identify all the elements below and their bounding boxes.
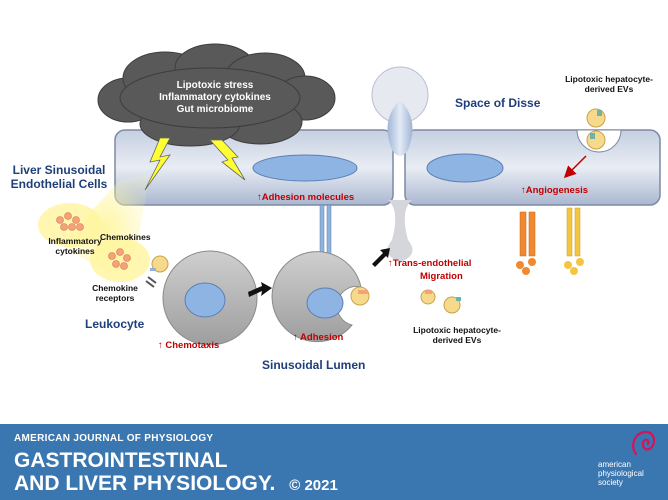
angiogenesis-receptor-orange	[519, 211, 536, 257]
journal-title-line-2: AND LIVER PHYSIOLOGY. © 2021	[14, 472, 338, 496]
cloud-line-2: Inflammatory cytokines	[159, 92, 271, 103]
angiogenesis-text: Angiogenesis	[525, 185, 589, 196]
society-name: american physiological society	[598, 460, 644, 487]
ev-top-line-2: derived EVs	[584, 84, 634, 94]
figure: Lipotoxic stress Inflammatory cytokines …	[0, 43, 668, 372]
cloud-text: Lipotoxic stress Inflammatory cytokines …	[150, 80, 280, 116]
trans-endothelial-label: ↑Trans-endothelial Migration	[388, 257, 471, 283]
ev-top-line-1: Lipotoxic hepatocyte-	[565, 74, 653, 84]
droplet	[387, 100, 413, 156]
journal-name: AMERICAN JOURNAL OF PHYSIOLOGY	[14, 433, 214, 444]
arrow-chemotaxis-to-adhesion	[248, 282, 272, 297]
up-arrow: ↑	[293, 332, 298, 343]
red-arrow-ev	[563, 155, 587, 179]
society-line-1: american	[598, 460, 631, 469]
up-arrow: ↑	[257, 192, 262, 203]
lsec-line-1: Liver Sinusoidal	[12, 163, 106, 177]
stress-cloud	[97, 43, 336, 147]
leukocyte-nucleus-2	[306, 287, 344, 319]
ev-top	[586, 108, 606, 150]
angiogenesis-ligand-dots	[516, 258, 584, 275]
chemokine-receptors-line-1: Chemokine	[92, 283, 138, 293]
space-of-disse-label: Space of Disse	[455, 96, 541, 110]
cloud-line-3: Gut microbiome	[176, 104, 254, 115]
angiogenesis-label: ↑Angiogenesis	[521, 185, 588, 196]
copyright-year: © 2021	[289, 477, 338, 494]
up-arrow: ↑	[521, 185, 526, 196]
cytokine-dots	[56, 212, 84, 231]
trans-endothelial-gap	[387, 200, 413, 262]
inflammatory-cytokines-label: Inflammatory cytokines	[35, 236, 115, 256]
lightning-bolt-left	[144, 137, 171, 191]
journal-title-text: AND LIVER PHYSIOLOGY.	[14, 472, 276, 495]
inflammatory-line-2: cytokines	[55, 246, 95, 256]
society-logo-icon	[632, 430, 656, 456]
ev-top-label: Lipotoxic hepatocyte- derived EVs	[550, 74, 668, 94]
leukocyte-nucleus-1	[184, 282, 226, 318]
journal-footer: AMERICAN JOURNAL OF PHYSIOLOGY GASTROINT…	[0, 424, 668, 500]
leukocyte-label: Leukocyte	[85, 317, 145, 331]
lightning-bolt-right	[209, 139, 246, 181]
chemokine-receptors-line-2: receptors	[95, 293, 135, 303]
lsec-line-2: Endothelial Cells	[10, 177, 108, 191]
ev-on-leukocyte	[350, 286, 370, 306]
ev-bottom	[420, 289, 461, 314]
inflammatory-line-1: Inflammatory	[48, 236, 102, 246]
journal-title-line-1: GASTROINTESTINAL	[14, 449, 228, 472]
sinusoidal-lumen-label: Sinusoidal Lumen	[262, 358, 366, 372]
chemotaxis-text: Chemotaxis	[165, 340, 220, 351]
ev-bottom-line-1: Lipotoxic hepatocyte-	[413, 325, 501, 335]
ev-bottom-line-2: derived EVs	[432, 335, 482, 345]
society-line-3: society	[598, 478, 623, 487]
chemotaxis-label: ↑ Chemotaxis	[158, 340, 219, 351]
endothelial-nucleus-left	[252, 154, 358, 182]
adhesion-molecules-text: Adhesion molecules	[261, 192, 355, 203]
diagram-graphics	[38, 43, 661, 346]
arrow-to-migration	[372, 248, 390, 267]
cloud-line-1: Lipotoxic stress	[176, 80, 254, 91]
chemokine-dots	[108, 248, 131, 270]
endothelial-nucleus-right	[426, 153, 504, 183]
up-arrow: ↑	[388, 258, 393, 269]
chemokine-receptor	[145, 276, 157, 288]
adhesion-label: ↑ Adhesion	[293, 332, 343, 343]
trans-endothelial-line-2: Migration	[420, 271, 463, 282]
trans-endothelial-line-1: Trans-endothelial	[392, 258, 472, 269]
chemokine-ev	[150, 255, 169, 273]
up-arrow: ↑	[158, 340, 163, 351]
society-line-2: physiological	[598, 469, 644, 478]
adhesion-molecules-label: ↑Adhesion molecules	[257, 192, 354, 203]
chemokine-receptors-label: Chemokine receptors	[80, 283, 150, 303]
adhesion-text: Adhesion	[300, 332, 344, 343]
angiogenesis-receptor-yellow	[566, 207, 581, 257]
lsec-label: Liver Sinusoidal Endothelial Cells	[0, 163, 118, 191]
ev-bottom-label: Lipotoxic hepatocyte- derived EVs	[398, 325, 516, 345]
chemokines-label: Chemokines	[100, 232, 151, 242]
glow-spot-2	[90, 238, 150, 282]
